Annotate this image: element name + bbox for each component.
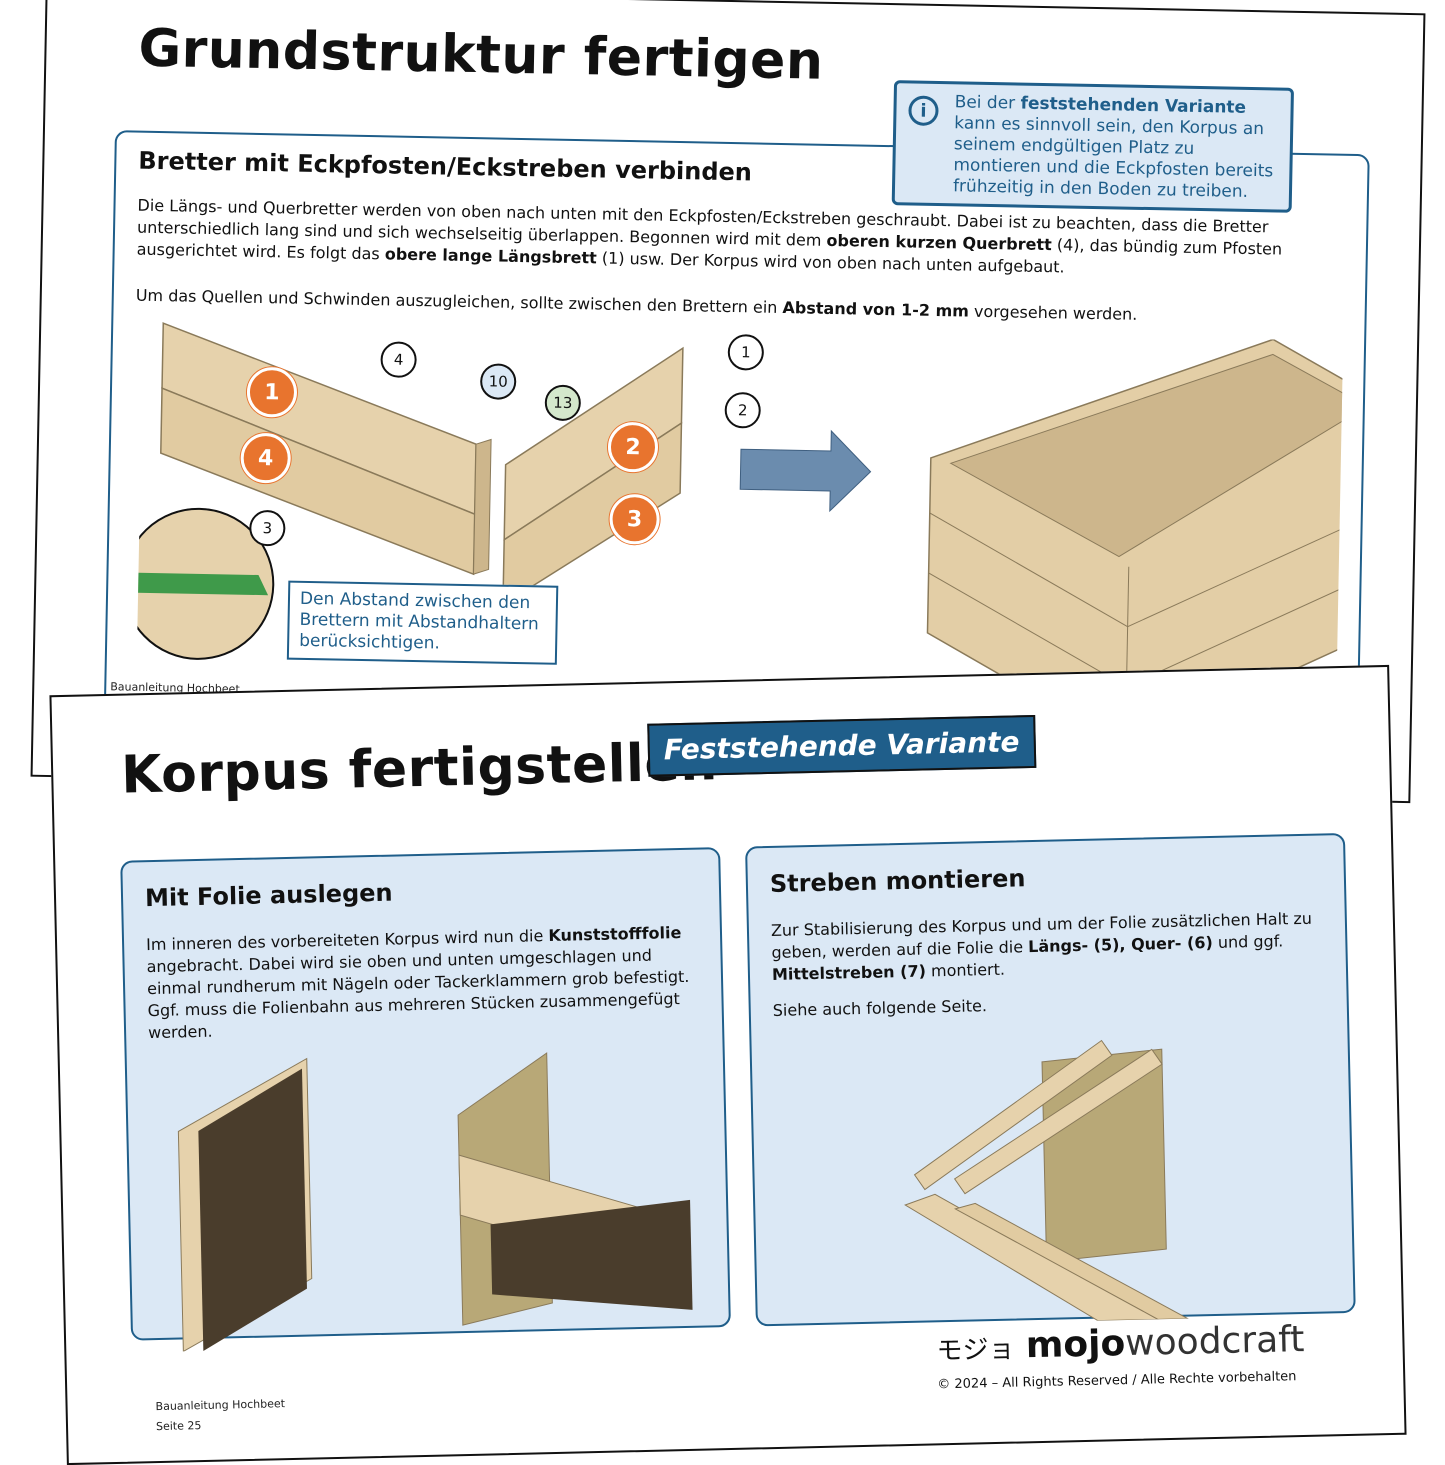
copyright: © 2024 – All Rights Reserved / Alle Rech…	[937, 1369, 1297, 1393]
struts-title: Streben montieren	[769, 864, 1026, 898]
foil-paragraph: Im inneren des vorbereiteten Korpus wird…	[146, 922, 703, 1045]
bold-run: Abstand von 1-2 mm	[782, 298, 970, 321]
section-title: Bretter mit Eckpfosten/Eckstreben verbin…	[138, 146, 753, 187]
text-run: und ggf.	[1212, 931, 1284, 952]
brand-light: woodcraft	[1124, 1319, 1305, 1365]
foil-panel: Mit Folie auslegen Im inneren des vorber…	[120, 847, 731, 1352]
info-icon: i	[908, 95, 939, 126]
footer-label: Bauanleitung Hochbeet	[155, 1397, 286, 1414]
text-run: angebracht. Dabei wird sie oben und unte…	[146, 945, 690, 1043]
detail-zoom-circle	[135, 507, 275, 660]
section-panel: Bretter mit Eckpfosten/Eckstreben verbin…	[103, 130, 1370, 755]
page-number: Seite 25	[155, 1419, 202, 1434]
struts-see-also: Siehe auch folgende Seite.	[772, 996, 988, 1020]
bold-run: obere lange Längsbrett	[384, 244, 597, 268]
assembly-illustration	[135, 322, 1344, 748]
text-run: kann es sinnvoll sein, den Korpus an sei…	[952, 113, 1274, 202]
brand-bold: mojo	[1025, 1323, 1126, 1367]
foil-title: Mit Folie auslegen	[144, 878, 393, 913]
struts-paragraph: Zur Stabilisierung des Korpus und um der…	[771, 907, 1327, 986]
info-box: i Bei der feststehenden Variante kann es…	[891, 80, 1295, 213]
short-boards	[502, 346, 684, 607]
spacer-note: Den Abstand zwischen den Brettern mit Ab…	[286, 580, 559, 665]
text-run: Bei der	[954, 92, 1021, 114]
variant-tag: Feststehende Variante	[647, 714, 1037, 777]
text-run: montiert.	[925, 959, 1006, 981]
text-run: vorgesehen werden.	[968, 301, 1138, 324]
brand-logo: モジョ mojowoodcraft	[936, 1319, 1305, 1368]
page-korpus: Korpus fertigstellen Feststehende Varian…	[49, 664, 1407, 1465]
struts-illustration	[904, 1039, 1190, 1322]
text-run: Um das Quellen und Schwinden auszugleich…	[135, 285, 783, 318]
page-title: Korpus fertigstellen	[120, 732, 719, 806]
foil-illustration	[177, 1052, 693, 1352]
page-title: Grundstruktur fertigen	[137, 18, 824, 92]
bold-run: Mittelstreben (7)	[771, 961, 927, 984]
raised-bed-box	[926, 338, 1344, 748]
arrow-right-icon	[739, 429, 872, 513]
bold-run: oberen kurzen Querbrett	[826, 230, 1052, 255]
struts-panel: Streben montieren Zur Stabilisierung des…	[745, 832, 1356, 1327]
page-grundstruktur: Grundstruktur fertigen Bretter mit Eckpf…	[30, 0, 1426, 804]
brand-kana: モジョ	[936, 1334, 1015, 1367]
bold-run: Kunststofffolie	[548, 923, 682, 946]
long-boards	[160, 322, 492, 576]
bold-run: Längs- (5), Quer- (6)	[1027, 932, 1213, 957]
